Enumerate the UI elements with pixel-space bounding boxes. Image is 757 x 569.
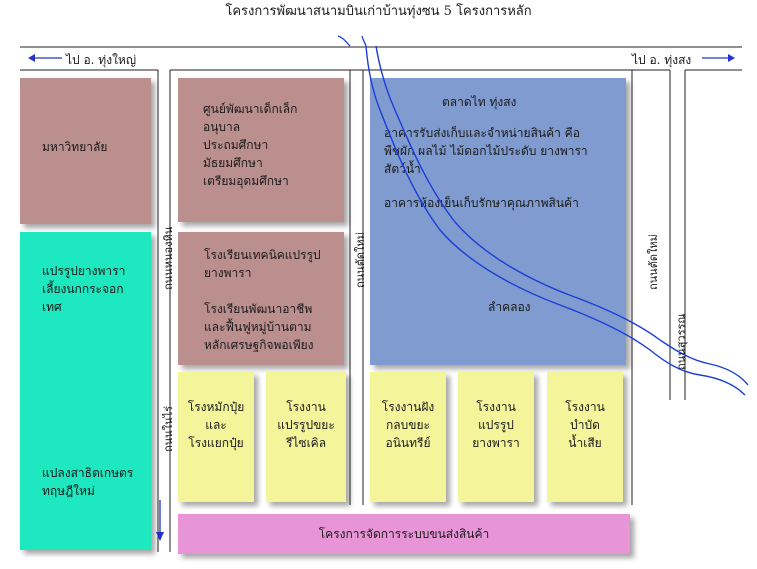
education-center-label: ศูนย์พัฒนาเด็กเล็ก อนุบาล ประถมศึกษา มัธ… [203,102,298,188]
logistics-box: โครงการจัดการระบบขนส่งสินค้า [178,514,630,554]
waste-burial-box: โรงงานฝัง กลบขยะ อนินทรีย์ [370,372,446,502]
water-treatment-label: โรงงาน บำบัด น้ำเสีย [565,400,605,450]
water-treatment-box: โรงงาน บำบัด น้ำเสีย [547,372,623,502]
road-right-lower-label: ถนนสุวรรณ [675,313,688,370]
rubber-factory-box: โรงงาน แปรรูป ยางพารา [458,372,534,502]
education-center-box: ศูนย์พัฒนาเด็กเล็ก อนุบาล ประถมศึกษา มัธ… [178,78,344,222]
recycling-box: โรงงาน แปรรูปขยะ รีไซเคิล [266,372,346,502]
rubber-processing-label: แปรรูปยางพารา เลี้ยงนกกระจอก เทศ [42,264,126,314]
logistics-label: โครงการจัดการระบบขนส่งสินค้า [318,527,490,541]
fertilizer-label: โรงหมักปุ๋ย และ โรงแยกปุ๋ย [187,400,245,450]
market-building1-label: อาคารรับส่งเก็บและจำหน่ายสินค้า คือ พืชผ… [384,126,588,176]
direction-right-label: ไป อ. ทุ่งสง [632,53,692,67]
canal-label: ลำคลอง [488,300,531,314]
vocational-school-label: โรงเรียนพัฒนาอาชีพ และฟื้นฟูหมู่บ้านตาม … [204,302,314,352]
page-title: โครงการพัฒนาสนามบินเก่าบ้านทุ่งซน 5 โครง… [225,4,532,19]
rubber-factory-label: โรงงาน แปรรูป ยางพารา [472,400,520,450]
road-left-upper-label: ถนนหนองหิน [162,226,175,290]
waste-burial-label: โรงงานฝัง กลบขยะ อนินทรีย์ [381,400,435,450]
road-left-lower-label: ถนนในไร่ [162,405,175,452]
road-right-upper-label: ถนนตัดใหม่ [647,234,660,290]
direction-left-label: ไป อ. ทุ่งใหญ่ [66,53,137,67]
market-title: ตลาดไท ทุ่งสง [442,95,517,109]
fertilizer-box: โรงหมักปุ๋ย และ โรงแยกปุ๋ย [178,372,254,502]
schools-box: โรงเรียนเทคนิคแปรรูป ยางพารา โรงเรียนพัฒ… [178,232,344,365]
market-building2-label: อาคารห้องเย็นเก็บรักษาคุณภาพสินค้า [384,196,579,210]
road-middle-label: ถนนตัดใหม่ [354,232,367,288]
recycling-label: โรงงาน แปรรูปขยะ รีไซเคิล [277,400,335,450]
market-box: ตลาดไท ทุ่งสง อาคารรับส่งเก็บและจำหน่ายส… [370,78,626,365]
demo-plot-label: แปลงสาธิตเกษตร ทฤษฎีใหม่ [42,466,134,498]
university-label: มหาวิทยาลัย [42,140,108,154]
tech-school-label: โรงเรียนเทคนิคแปรรูป ยางพารา [204,248,321,280]
university-box: มหาวิทยาลัย [20,78,151,224]
agri-box: แปรรูปยางพารา เลี้ยงนกกระจอก เทศ แปลงสาธ… [20,232,151,550]
